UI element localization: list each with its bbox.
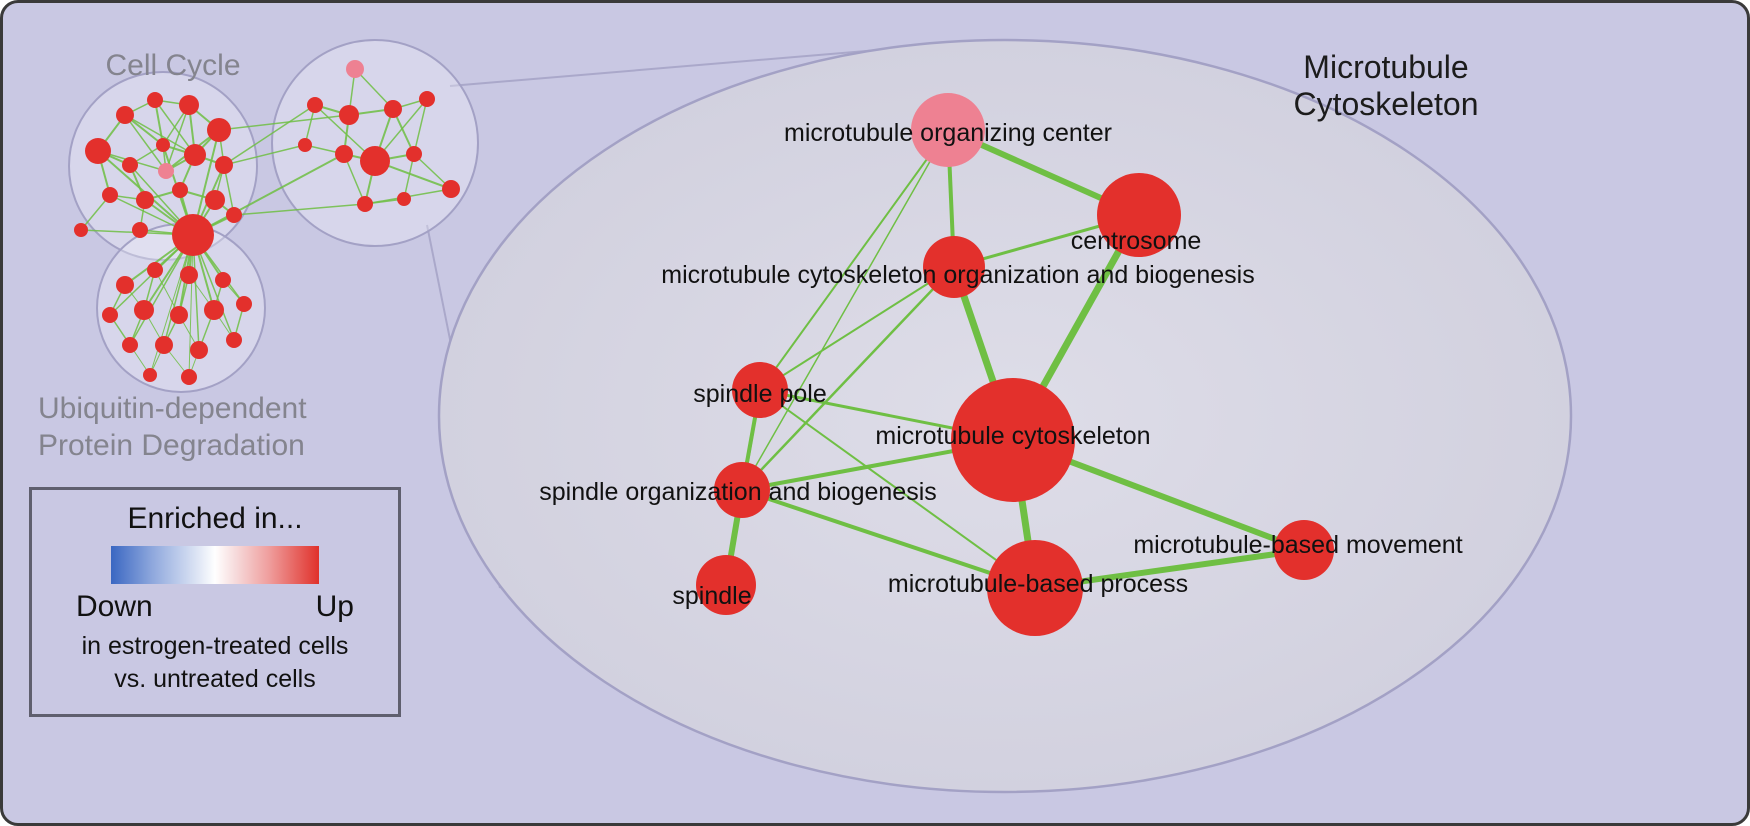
mini-node (226, 207, 242, 223)
mini-node (172, 182, 188, 198)
node-label-spindle_org: spindle organization and biogenesis (539, 478, 937, 506)
mini-node (132, 222, 148, 238)
mini-edge (343, 153, 366, 205)
ubiquitin-label-line2: Protein Degradation (38, 429, 305, 462)
edge-mtoc-spindle_pole (759, 129, 949, 391)
mini-node (147, 262, 163, 278)
mini-edge (233, 203, 366, 216)
mini-node (134, 300, 154, 320)
node-label-spindle_pole: spindle pole (693, 380, 826, 408)
mini-edge (124, 114, 167, 172)
mini-node (136, 191, 154, 209)
mini-node (122, 157, 138, 173)
node-spindle (696, 555, 756, 615)
mini-node (158, 163, 174, 179)
mini-node (442, 180, 460, 198)
legend-title: Enriched in... (127, 502, 303, 535)
mini-edge (354, 68, 394, 110)
mini-node (156, 138, 170, 152)
microtubule-cytoskeleton-title-line1: Microtubule (1303, 49, 1468, 85)
mini-node (406, 146, 422, 162)
legend-gradient-bar (111, 546, 319, 584)
mini-node (170, 306, 188, 324)
mini-node (181, 369, 197, 385)
legend-up-label: Up (315, 590, 354, 623)
legend-scale-row: Down Up (32, 590, 398, 624)
mini-node (207, 118, 231, 142)
network-svg: microtubule organizing center centrosome m… (38, 38, 1573, 794)
mini-node (155, 336, 173, 354)
node-label-mt_cyto: microtubule cytoskeleton (875, 422, 1150, 450)
mini-node (122, 337, 138, 353)
mini-node (346, 60, 364, 78)
mini-node (116, 106, 134, 124)
mini-node (147, 92, 163, 108)
cell-cycle-label: Cell Cycle (105, 49, 240, 82)
node-label-centrosome: centrosome (1071, 227, 1202, 255)
node-org_bio (923, 236, 985, 298)
mini-edge (223, 104, 316, 166)
mini-node (172, 214, 214, 256)
node-mt_proc (987, 540, 1083, 636)
node-mt_move (1274, 520, 1334, 580)
mini-edge (124, 114, 196, 156)
mini-edge (149, 234, 194, 376)
edge-spindle_org-mt_proc (741, 488, 1036, 590)
edge-org_bio-spindle_org (741, 266, 955, 491)
edge-org_bio-spindle_pole (759, 266, 955, 391)
mini-node (226, 332, 242, 348)
node-centrosome (1097, 173, 1181, 257)
edge-mtoc-spindle_org (741, 129, 949, 491)
node-mt_cyto (951, 378, 1075, 502)
mini-edge (218, 114, 350, 131)
node-label-org_bio: microtubule cytoskeleton organization an… (661, 261, 1254, 289)
mini-node (357, 196, 373, 212)
mini-edge (188, 234, 194, 378)
legend-box: Enriched in... Down Up in estrogen-treat… (29, 487, 401, 717)
edge-spindle_pole-mt_proc (759, 389, 1036, 589)
node-label-mt_move: microtubule-based movement (1133, 531, 1462, 559)
legend-note-line1: in estrogen-treated cells (81, 632, 349, 660)
legend-down-label: Down (76, 590, 153, 623)
node-label-mt_proc: microtubule-based process (888, 570, 1188, 598)
mini-edge (129, 234, 194, 346)
mini-node (180, 266, 198, 284)
mini-node (360, 146, 390, 176)
mini-edge (165, 104, 190, 172)
node-spindle_org (714, 462, 770, 518)
mini-node (179, 95, 199, 115)
legend-note-line2: vs. untreated cells (114, 664, 316, 693)
node-spindle_pole (732, 362, 788, 418)
mini-node (102, 307, 118, 323)
mini-node (335, 145, 353, 163)
mini-node (298, 138, 312, 152)
mini-node (74, 223, 88, 237)
mini-node (215, 156, 233, 174)
mini-node (116, 276, 134, 294)
node-mtoc (911, 93, 985, 167)
mini-node (143, 368, 157, 382)
mini-node (204, 300, 224, 320)
mini-node (184, 144, 206, 166)
mini-node (85, 138, 111, 164)
node-label-spindle: spindle (672, 582, 751, 610)
ubiquitin-label-line1: Ubiquitin-dependent (38, 392, 307, 425)
mini-node (307, 97, 323, 113)
mini-node (339, 105, 359, 125)
mini-node (215, 272, 231, 288)
microtubule-cytoskeleton-title-line2: Cytoskeleton (1294, 86, 1479, 122)
mini-edge (223, 144, 306, 166)
mini-node (102, 187, 118, 203)
mini-edge (192, 153, 345, 236)
mini-node (190, 341, 208, 359)
mini-node (419, 91, 435, 107)
mini-node (236, 296, 252, 312)
legend-note: in estrogen-treated cells vs. untreated … (82, 630, 349, 695)
node-label-mtoc: microtubule organizing center (784, 119, 1112, 147)
mini-node (384, 100, 402, 118)
mini-node (205, 190, 225, 210)
mini-node (397, 192, 411, 206)
mini-edge (413, 98, 428, 155)
